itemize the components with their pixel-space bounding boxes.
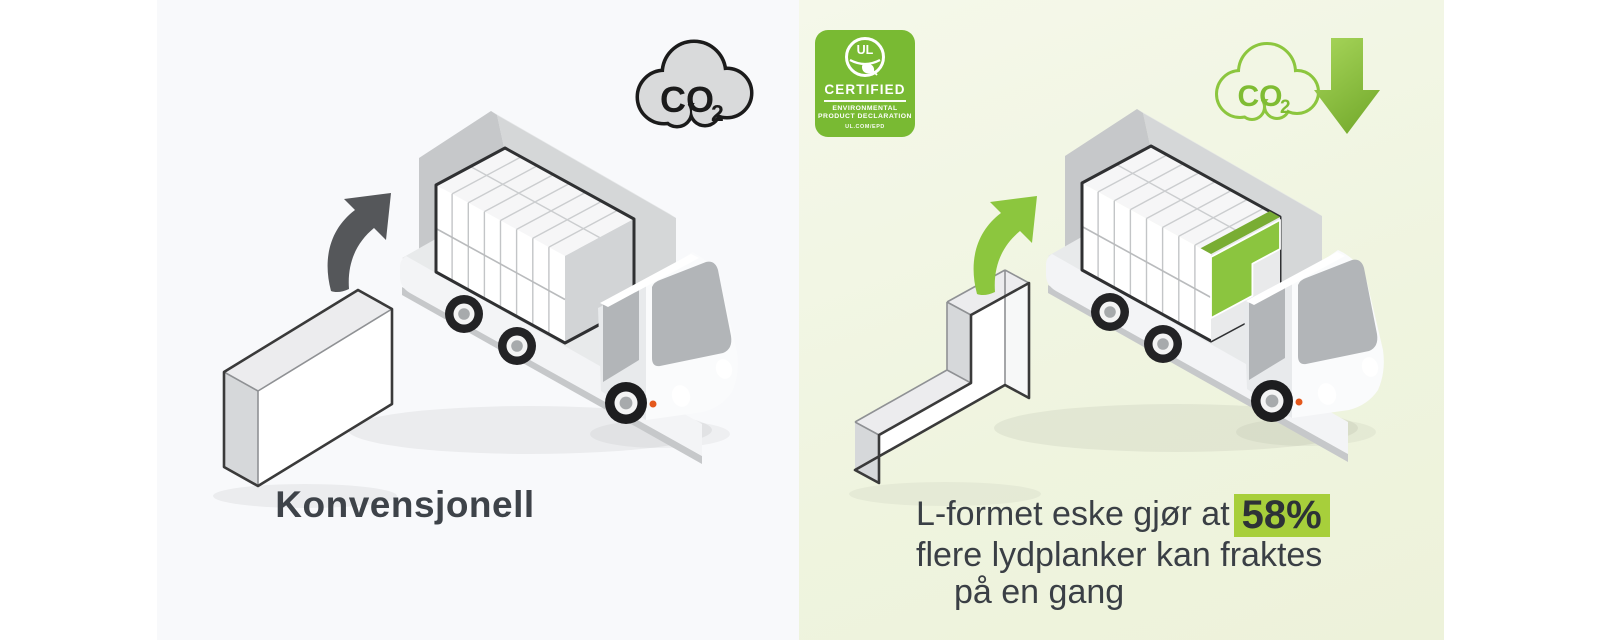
co2-cloud-icon: CO 2 — [635, 39, 754, 129]
co2-label-right: CO — [1238, 80, 1283, 113]
ul-certified-badge: UL CERTIFIED ENVIRONMENTAL PRODUCT DECLA… — [815, 30, 915, 137]
conventional-box-illustration — [213, 288, 397, 508]
l-shaped-box-illustration — [849, 269, 1041, 506]
caption-prefix: L-formet eske gjør at — [916, 495, 1230, 533]
truck-illustration-conventional — [346, 109, 738, 466]
svg-text:UL: UL — [857, 43, 874, 57]
curved-arrow-icon-gray — [327, 193, 391, 293]
curved-arrow-icon-green — [973, 196, 1037, 296]
badge-line-url: UL.COM/EPD — [845, 124, 885, 130]
co2-sub-left: 2 — [711, 100, 724, 126]
caption-line2: flere lydplanker kan fraktes — [916, 536, 1323, 574]
co2-reduction-icon: CO 2 — [1215, 38, 1380, 134]
truck-illustration-l-shaped — [992, 107, 1384, 464]
arrow-down-icon — [1314, 38, 1380, 134]
badge-line-product-declaration: PRODUCT DECLARATION — [818, 113, 912, 120]
badge-certified-label: CERTIFIED — [824, 82, 906, 97]
ul-leaf-icon: UL — [845, 37, 885, 77]
badge-divider — [824, 100, 906, 102]
caption-line3: på en gang — [954, 573, 1125, 611]
co2-sub-right: 2 — [1280, 97, 1291, 118]
co2-label-left: CO — [660, 79, 714, 120]
caption-conventional: Konvensjonell — [275, 484, 535, 525]
badge-line-environmental: ENVIRONMENTAL — [832, 104, 898, 112]
percentage-highlight: 58% — [1233, 494, 1330, 537]
